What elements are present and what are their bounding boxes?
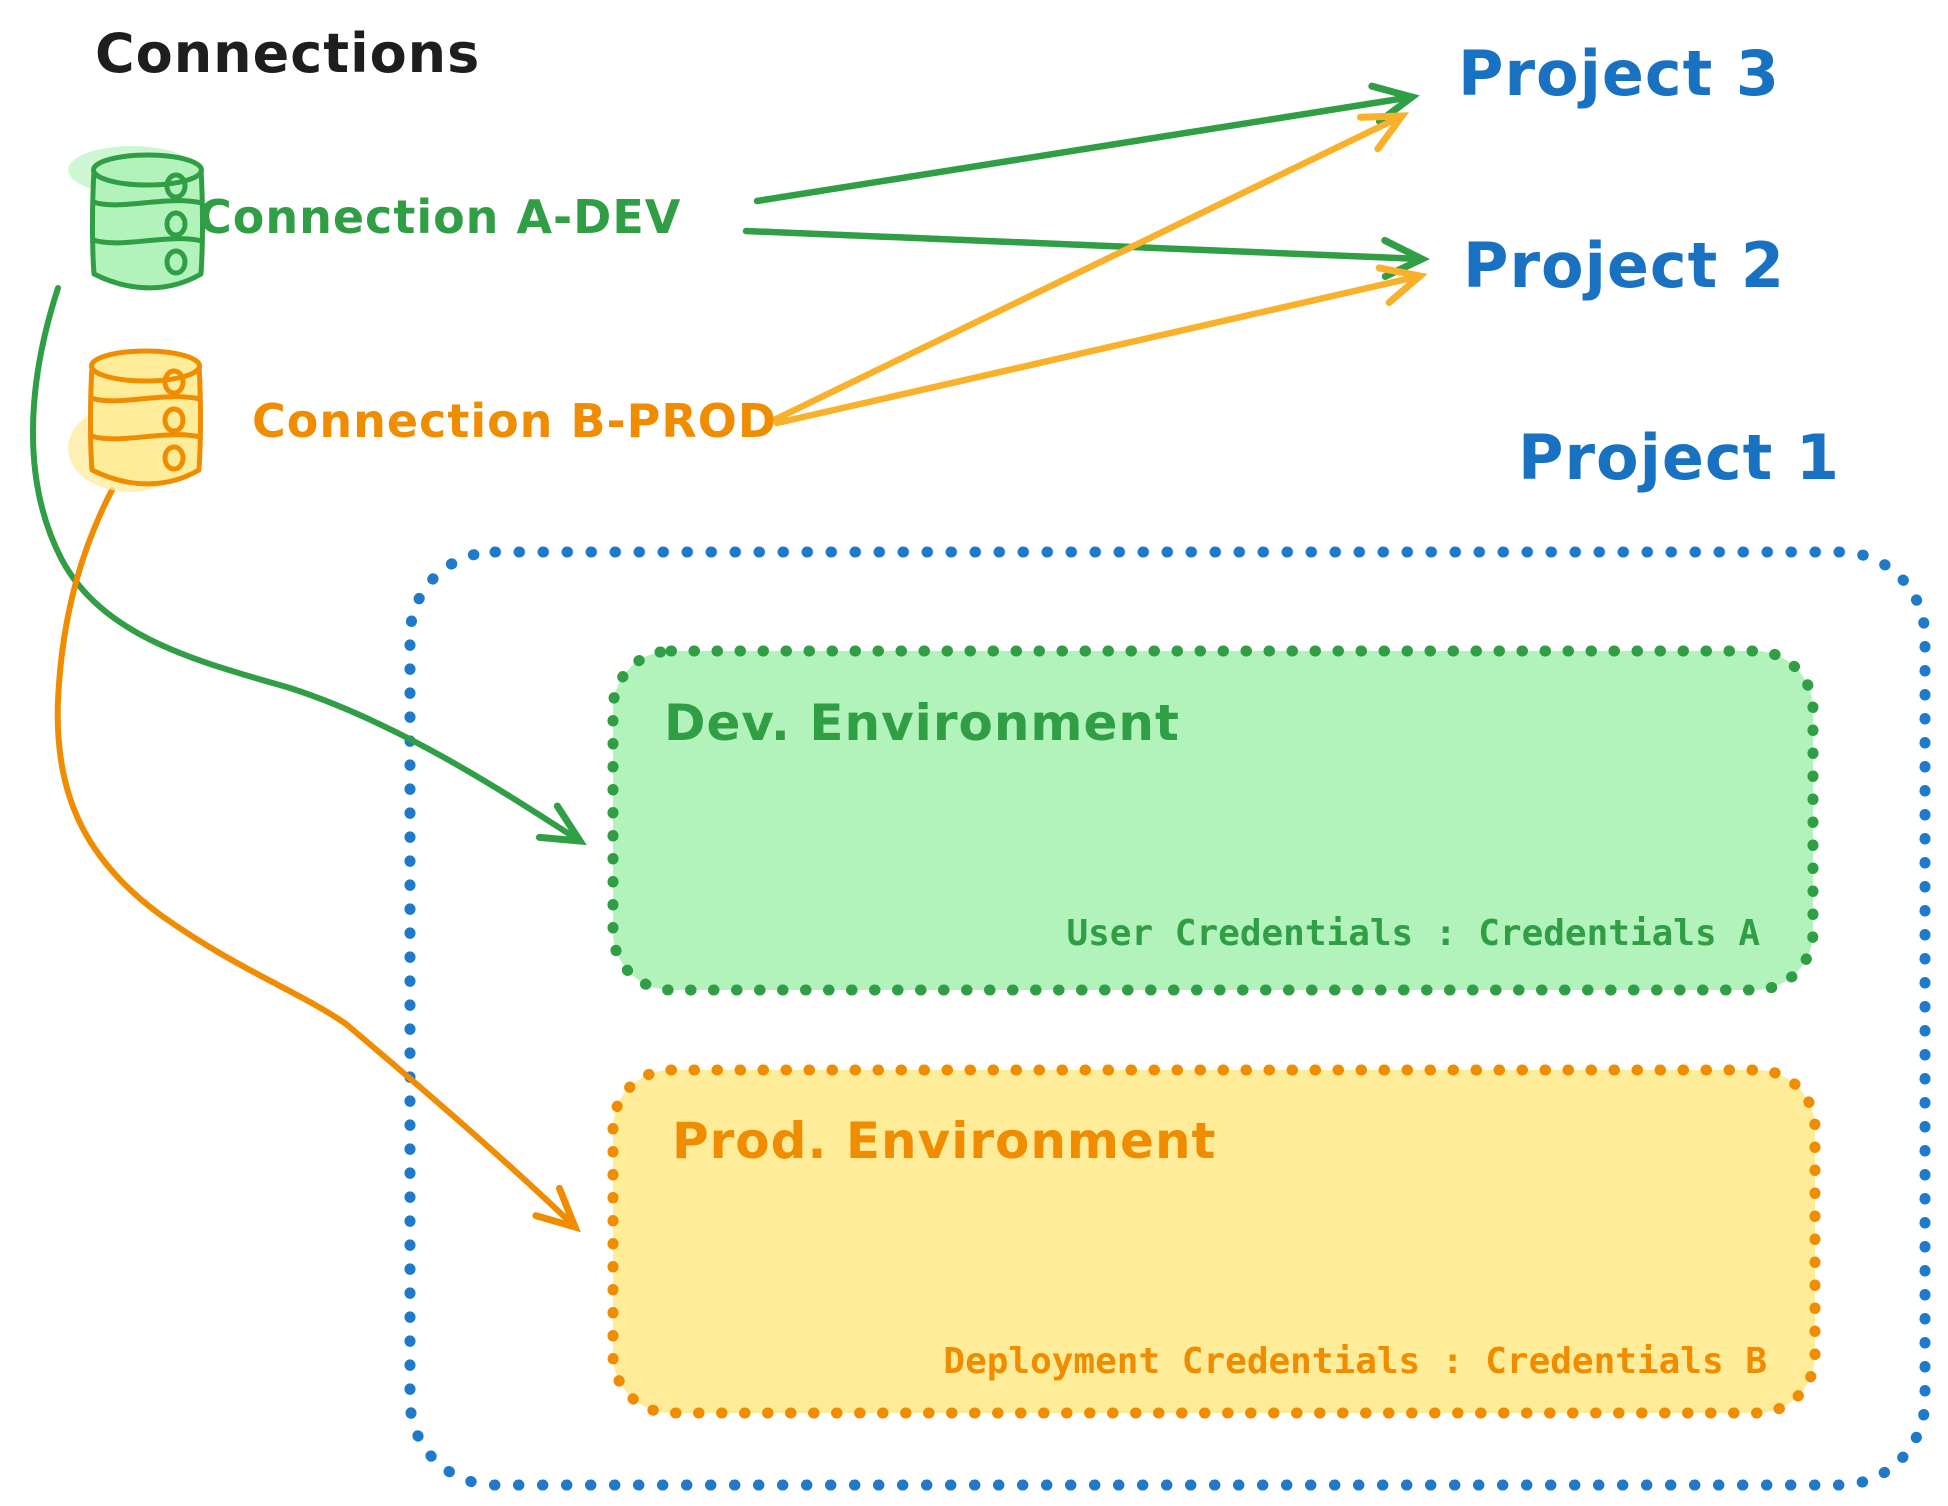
prod-environment-label: Prod. Environment (672, 1112, 1217, 1170)
connection-a-dev-label: Connection A-DEV (198, 190, 682, 244)
diagram-title: Connections (95, 22, 481, 85)
project-2-label: Project 2 (1463, 229, 1786, 302)
arrow-b-prod-to-prod-environment (54, 487, 581, 1233)
connection-b-prod-label: Connection B-PROD (252, 394, 778, 448)
arrow-b-prod-to-project-2 (773, 264, 1428, 427)
project-1-label: Project 1 (1518, 421, 1841, 494)
database-icon-b-prod (68, 348, 203, 492)
dev-environment-label: Dev. Environment (664, 694, 1180, 752)
prod-environment-box (607, 1064, 1821, 1419)
project-3-label: Project 3 (1458, 37, 1781, 110)
dev-environment-box (607, 645, 1819, 996)
arrow-a-dev-to-project-2 (742, 227, 1430, 280)
project-1-container (404, 546, 1931, 1491)
database-icon-a-dev (68, 146, 205, 291)
arrow-a-dev-to-dev-environment (30, 285, 587, 846)
arrow-b-prod-to-project-3 (772, 112, 1410, 423)
dev-credentials-text: User Credentials : Credentials A (1066, 913, 1760, 954)
arrow-a-dev-to-project-3 (753, 82, 1420, 205)
prod-credentials-text: Deployment Credentials : Credentials B (943, 1341, 1767, 1382)
